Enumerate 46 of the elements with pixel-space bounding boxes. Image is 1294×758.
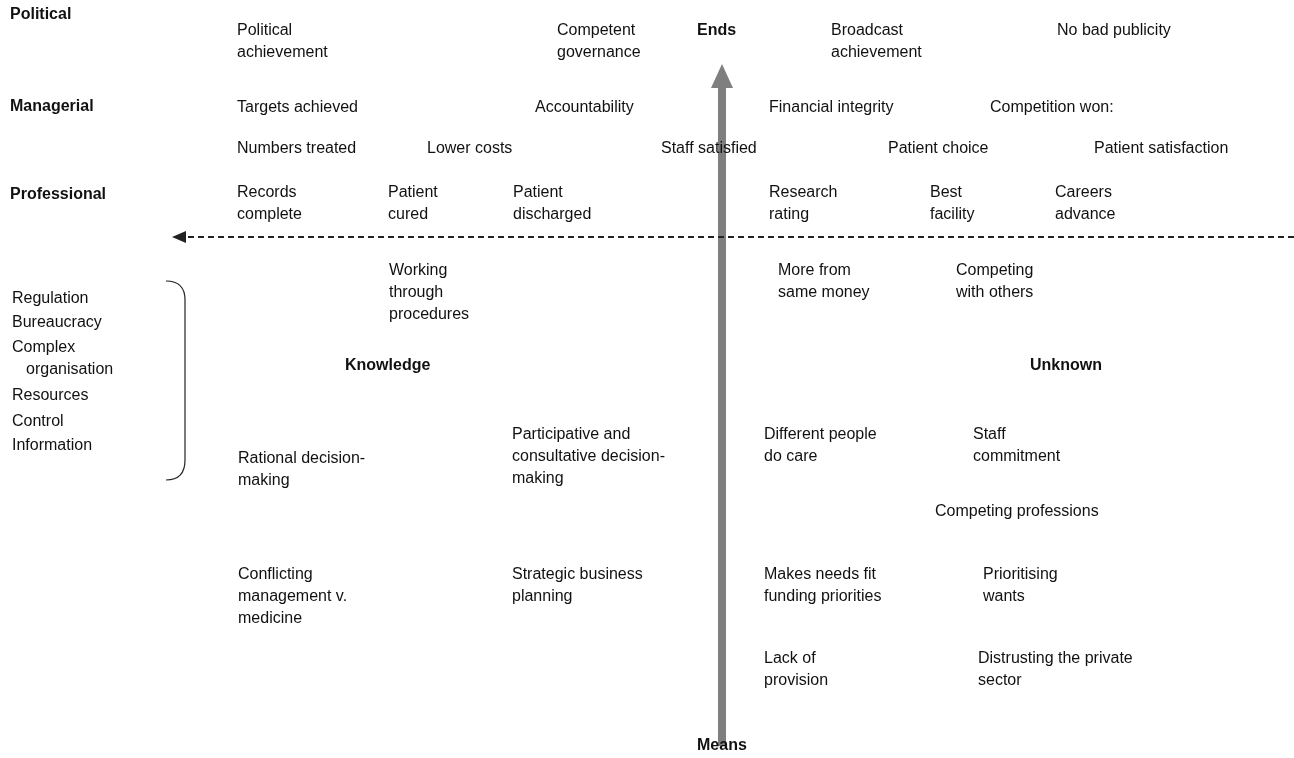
- label: Research rating: [769, 182, 839, 224]
- label: Patient choice: [888, 138, 990, 158]
- label: Conflicting management v. medicine: [238, 564, 349, 628]
- label: Participative and consultative decision-making: [512, 424, 666, 488]
- label: More from same money: [778, 260, 871, 302]
- label: Lack of provision: [764, 648, 830, 690]
- label: No bad publicity: [1057, 20, 1172, 40]
- label: Makes needs fit funding priorities: [764, 564, 883, 606]
- label: Resources: [12, 385, 90, 405]
- axis-heading: Means: [697, 735, 748, 755]
- label: Lower costs: [427, 138, 514, 158]
- label: Working through procedures: [389, 260, 471, 324]
- axis-heading: Ends: [697, 20, 738, 40]
- label: Patient discharged: [513, 182, 593, 224]
- label: Patient cured: [388, 182, 439, 224]
- label: Broadcast achievement: [831, 20, 923, 62]
- label: Distrusting the private sector: [978, 648, 1134, 690]
- axis-heading: Professional: [10, 184, 108, 204]
- label: Competent governance: [557, 20, 642, 62]
- label: Political achievement: [237, 20, 329, 62]
- label: Strategic business planning: [512, 564, 644, 606]
- label: Financial integrity: [769, 97, 895, 117]
- label: Staff satisfied: [661, 138, 758, 158]
- label: Competing professions: [935, 501, 1100, 521]
- label: Competition won:: [990, 97, 1115, 117]
- axis-heading: Knowledge: [345, 355, 432, 375]
- label: Patient satisfaction: [1094, 138, 1230, 158]
- label: Staff commitment: [973, 424, 1062, 466]
- label: Complex organisation: [12, 337, 115, 379]
- label: Control: [12, 411, 65, 431]
- label: Information: [12, 435, 94, 455]
- label: Records complete: [237, 182, 303, 224]
- label: Different people do care: [764, 424, 878, 466]
- label: Regulation: [12, 288, 90, 308]
- label: Prioritising wants: [983, 564, 1059, 606]
- axis-heading: Unknown: [1030, 355, 1103, 375]
- label: Careers advance: [1055, 182, 1117, 224]
- label: Targets achieved: [237, 97, 359, 117]
- label: Best facility: [930, 182, 976, 224]
- label: Rational decision-making: [238, 448, 367, 490]
- axis-heading: Managerial: [10, 96, 95, 116]
- label: Competing with others: [956, 260, 1035, 302]
- label: Accountability: [535, 97, 635, 117]
- label: Numbers treated: [237, 138, 358, 158]
- label: Bureaucracy: [12, 312, 103, 332]
- axis-heading: Political: [10, 4, 73, 24]
